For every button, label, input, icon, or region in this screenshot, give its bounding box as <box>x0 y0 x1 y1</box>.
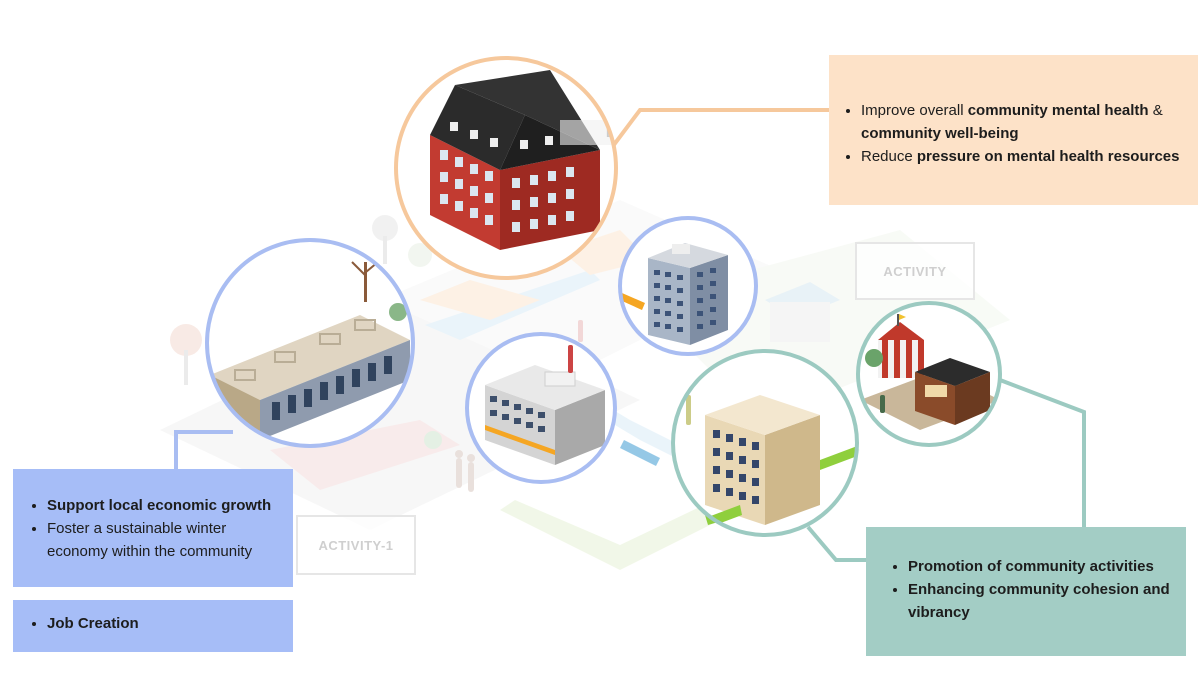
connector-lines <box>174 108 1086 562</box>
mental-health-outcomes-box: Improve overall community mental health … <box>829 55 1198 205</box>
outcome-list: Improve overall community mental health … <box>843 99 1184 168</box>
highrise-circle <box>618 216 758 356</box>
economic-outcomes-box: Support local economic growth Foster a s… <box>13 469 293 587</box>
activity-1-label: ACTIVITY-1 <box>296 515 416 575</box>
list-item: Foster a sustainable winter economy with… <box>47 517 281 563</box>
faded-tree-icon <box>170 215 442 449</box>
red-townhouse-building-icon: ER <box>430 70 616 250</box>
faded-people-icon <box>455 320 583 492</box>
market-circle <box>856 301 1002 447</box>
beige-apartment-building-icon <box>686 395 857 530</box>
list-item: Promotion of community activities <box>908 555 1172 578</box>
list-item: Improve overall community mental health … <box>861 99 1184 145</box>
apartment-circle <box>671 349 859 537</box>
community-outcomes-box: Promotion of community activities Enhanc… <box>866 527 1186 656</box>
list-item: Enhancing community cohesion and vibranc… <box>908 578 1172 624</box>
list-item: Job Creation <box>47 612 281 635</box>
blue-highrise-building-icon <box>620 243 728 345</box>
outcome-list: Support local economic growth Foster a s… <box>29 494 281 563</box>
grey-office-building-icon <box>485 345 605 465</box>
outcome-list: Job Creation <box>29 612 281 635</box>
office-circle <box>465 332 617 484</box>
shopping-mall-circle <box>205 238 415 448</box>
outcome-list: Promotion of community activities Enhanc… <box>890 555 1172 624</box>
activity-label: ACTIVITY <box>855 242 975 300</box>
townhouse-circle: ER <box>394 56 618 280</box>
list-item: Support local economic growth <box>47 494 281 517</box>
job-creation-box: Job Creation <box>13 600 293 652</box>
list-item: Reduce pressure on mental health resourc… <box>861 145 1184 168</box>
winter-market-tents-icon <box>860 314 1000 430</box>
